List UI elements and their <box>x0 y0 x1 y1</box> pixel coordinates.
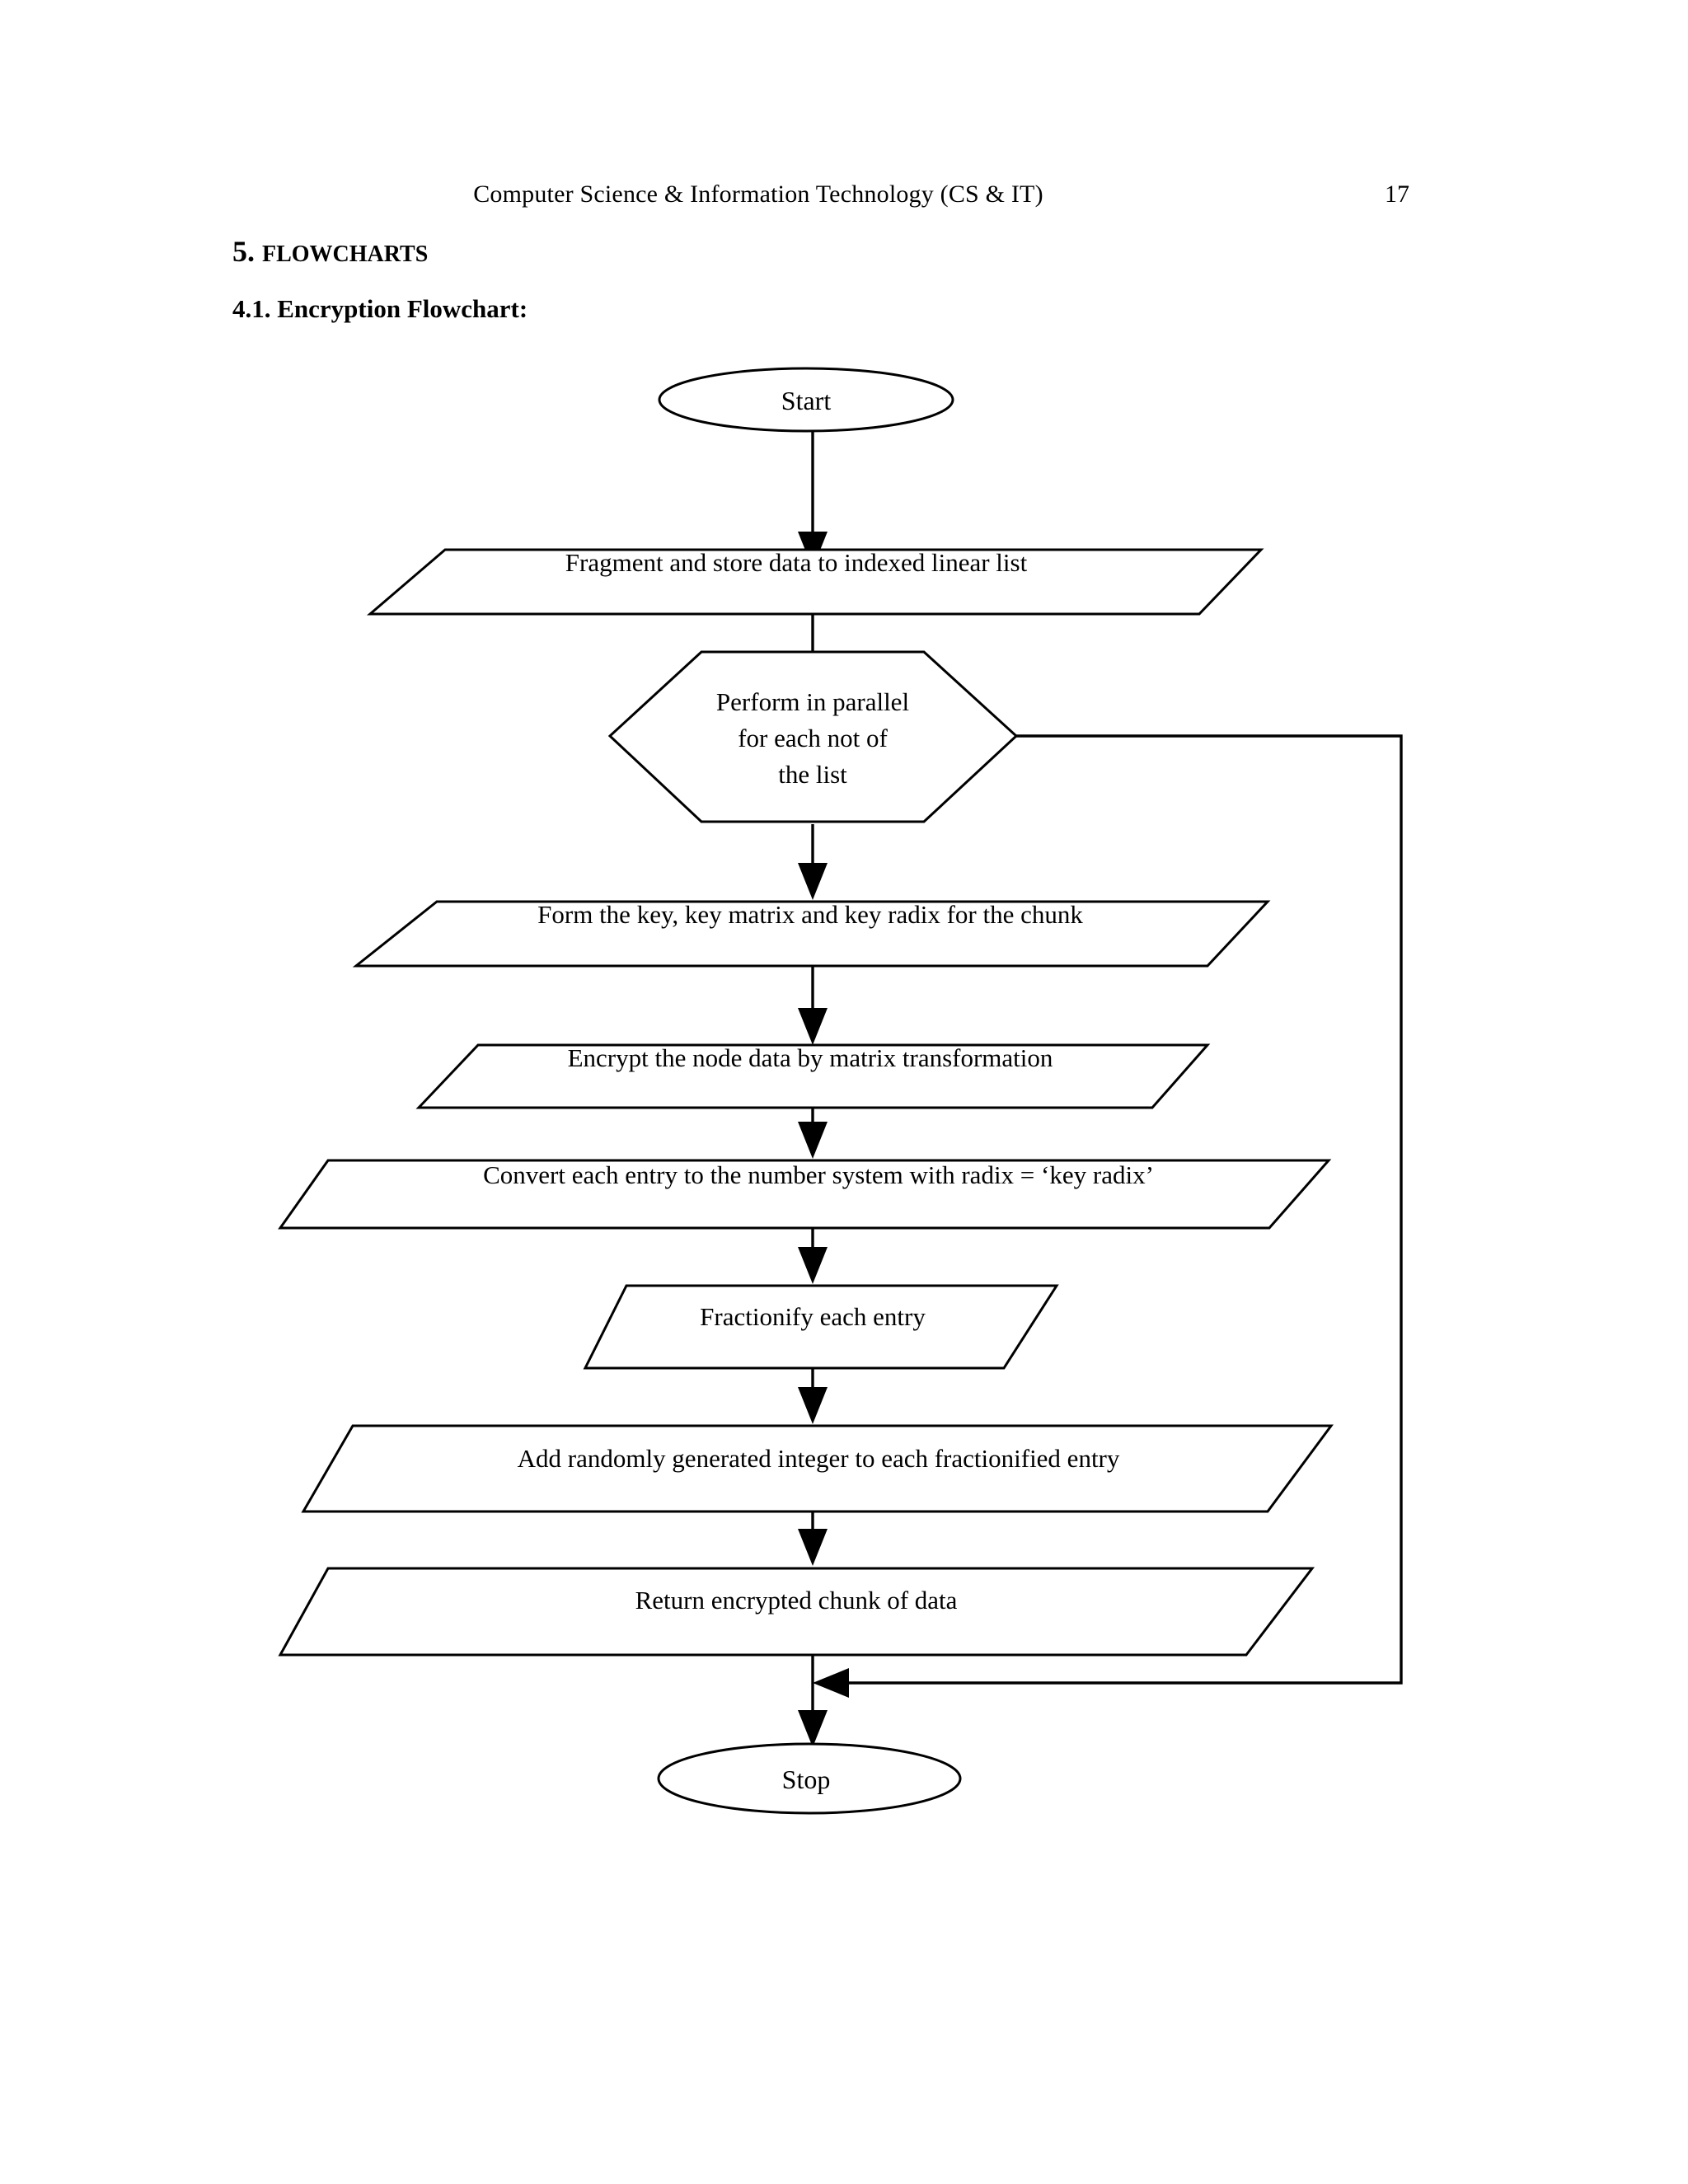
node-start[interactable]: Start <box>658 367 954 433</box>
node-fractionify[interactable]: Fractionify each entry <box>583 1284 1059 1370</box>
node-fragment[interactable]: Fragment and store data to indexed linea… <box>366 548 1264 616</box>
node-perform-in-parallel-line2: for each not of <box>738 724 888 752</box>
node-encrypt-label: Encrypt the node data by matrix transfor… <box>568 1043 1053 1072</box>
node-perform-in-parallel-line1: Perform in parallel <box>716 687 909 716</box>
edge-addrand-to-return <box>798 1512 828 1566</box>
section-number: 5. <box>232 235 255 268</box>
node-stop[interactable]: Stop <box>657 1742 962 1815</box>
node-start-label: Start <box>781 386 832 415</box>
node-perform-in-parallel-line3: the list <box>778 760 847 789</box>
edge-convert-to-fraction <box>798 1228 828 1284</box>
edge-fraction-to-addrand <box>798 1368 828 1424</box>
edge-formkey-to-encrypt <box>798 967 828 1045</box>
running-head-title: Computer Science & Information Technolog… <box>473 180 1043 208</box>
node-return-chunk[interactable]: Return encrypted chunk of data <box>278 1567 1315 1657</box>
edge-encrypt-to-convert <box>798 1108 828 1159</box>
section-title: Flowcharts <box>262 232 429 269</box>
node-stop-label: Stop <box>782 1765 831 1794</box>
page-number: 17 <box>1385 180 1409 208</box>
running-head: Computer Science & Information Technolog… <box>231 178 1467 214</box>
edge-parallel-to-formkey <box>798 824 828 900</box>
node-add-random[interactable]: Add randomly generated integer to each f… <box>301 1424 1334 1513</box>
node-return-chunk-label: Return encrypted chunk of data <box>635 1586 958 1615</box>
node-form-key[interactable]: Form the key, key matrix and key radix f… <box>352 900 1271 968</box>
node-perform-in-parallel[interactable]: Perform in parallel for each not of the … <box>607 650 1019 823</box>
node-encrypt[interactable]: Encrypt the node data by matrix transfor… <box>415 1043 1211 1109</box>
node-form-key-label: Form the key, key matrix and key radix f… <box>537 900 1083 929</box>
section-heading: 5. Flowcharts <box>232 232 428 269</box>
subsection-heading: 4.1. Encryption Flowchart: <box>232 294 528 323</box>
node-convert-label: Convert each entry to the number system … <box>483 1160 1154 1189</box>
node-fractionify-label: Fractionify each entry <box>700 1302 926 1331</box>
node-convert[interactable]: Convert each entry to the number system … <box>278 1159 1332 1230</box>
edge-parallel-loopback <box>813 734 1403 1698</box>
node-add-random-label: Add randomly generated integer to each f… <box>518 1444 1120 1473</box>
edge-return-to-stop <box>798 1655 828 1747</box>
node-fragment-label: Fragment and store data to indexed linea… <box>565 548 1028 577</box>
